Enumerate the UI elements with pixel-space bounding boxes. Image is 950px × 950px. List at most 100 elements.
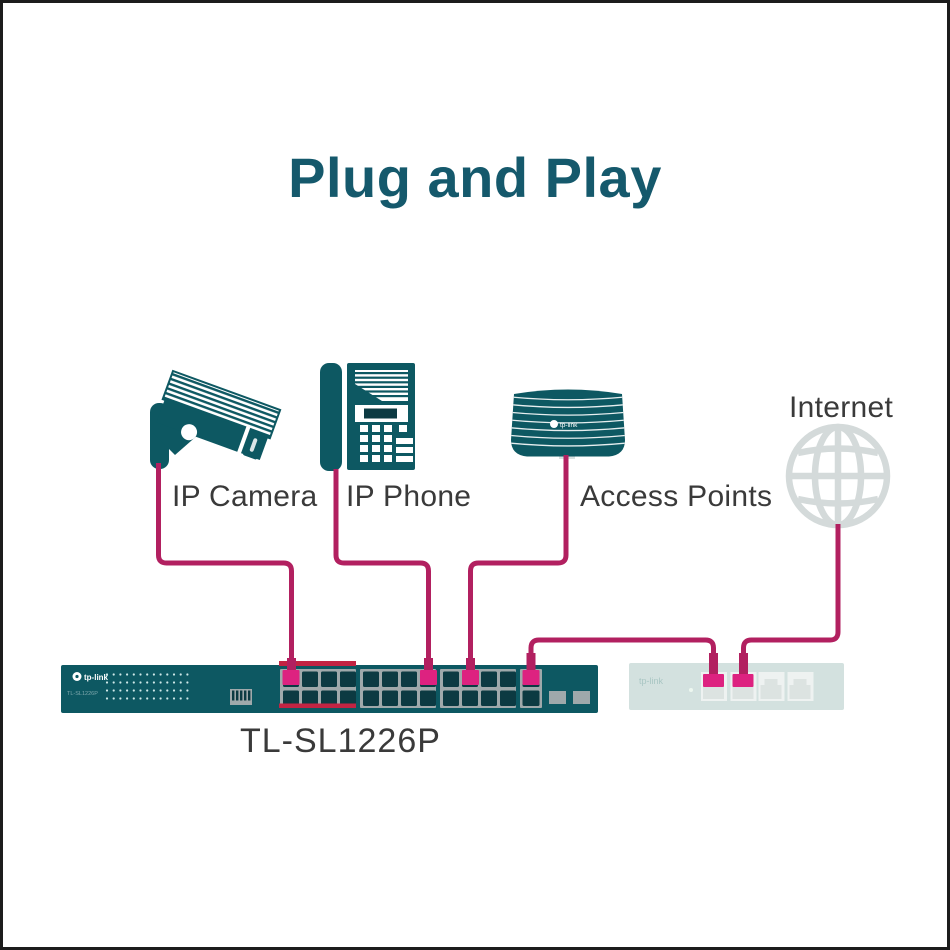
led-dot (166, 673, 169, 676)
led-dot (172, 697, 176, 700)
led-dot (112, 689, 115, 692)
switch-vent-block (230, 689, 252, 705)
speaker-stripe (355, 381, 408, 384)
switch-led-grid (105, 673, 189, 700)
cable-switch-to-router (528, 637, 716, 677)
access-point-icon: tp-link (511, 389, 625, 459)
switch-model-label: TL-SL1226P (240, 722, 441, 760)
led-dot (112, 673, 115, 676)
led-dot (132, 673, 135, 676)
led-dot (172, 673, 176, 676)
led-dot (119, 689, 122, 692)
phone-key (372, 445, 380, 452)
led-dot (132, 697, 135, 700)
led-dot (139, 689, 142, 692)
phone-key (360, 425, 368, 432)
phone-key (360, 435, 368, 442)
rj45-port (283, 690, 299, 706)
led-dot (139, 681, 142, 684)
ap-ridge-line (511, 411, 625, 416)
router-brand-text: tp-link (639, 676, 664, 686)
internet-globe-icon (785, 423, 891, 529)
phone-function-key (396, 447, 413, 453)
rj45-plug-phone (420, 670, 437, 685)
phone-handset (320, 363, 342, 471)
poe-bar-top (279, 661, 356, 666)
led-dot (119, 697, 122, 700)
ip-phone-icon (320, 363, 415, 471)
phone-function-key (396, 456, 413, 462)
router-plugs (703, 653, 754, 687)
led-dot (126, 697, 129, 700)
cable-ap-to-switch (468, 455, 569, 675)
router-rj45-port (789, 679, 811, 699)
led-dot (139, 673, 142, 676)
led-dot (119, 681, 122, 684)
phone-key (384, 435, 392, 442)
access-points-label: Access Points (580, 480, 773, 513)
led-dot (179, 689, 182, 692)
ap-brand-text: tp-link (560, 422, 578, 429)
rj45-port (363, 671, 379, 687)
router-led (689, 688, 693, 692)
ip-camera-label: IP Camera (172, 480, 318, 513)
rj45-port (462, 690, 478, 706)
phone-key (372, 435, 380, 442)
led-dot (132, 681, 135, 684)
sfp-slot (573, 691, 590, 704)
rj45-port (481, 690, 497, 706)
led-dot (132, 689, 135, 692)
uplink-port (522, 690, 540, 706)
rj45-port (401, 690, 417, 706)
switch-panel-model-text: TL-SL1226P (67, 691, 98, 697)
rj45-port (481, 671, 497, 687)
led-dot (146, 697, 149, 700)
led-dot (159, 673, 162, 676)
led-dot (119, 673, 122, 676)
led-dot (105, 673, 109, 676)
led-dot (152, 689, 155, 692)
ap-ridge-line (511, 427, 625, 432)
phone-keypad (360, 425, 413, 462)
sfp-slot (549, 691, 566, 704)
switch-plugs (282, 653, 540, 685)
ap-ridges (511, 396, 625, 447)
led-dot (186, 697, 189, 700)
speaker-stripe (355, 372, 408, 375)
globe-latitude-north (797, 445, 879, 457)
ap-tplink-logo: tp-link (550, 420, 578, 429)
led-dot (159, 689, 162, 692)
speaker-stripe (355, 395, 408, 398)
phone-key (384, 425, 392, 432)
led-dot (186, 681, 189, 684)
speaker-stripe (355, 385, 408, 388)
ip-camera-icon (150, 369, 282, 469)
led-dot (146, 689, 149, 692)
led-dot (172, 689, 176, 692)
ap-ridge-line (511, 434, 625, 439)
phone-speaker-stripes (355, 372, 408, 398)
phone-key (399, 425, 407, 432)
poe-bar-bottom (279, 703, 356, 708)
led-dot (179, 681, 182, 684)
led-dot (146, 673, 149, 676)
led-dot (105, 689, 109, 692)
rj45-port (443, 690, 459, 706)
rj45-port (382, 690, 398, 706)
led-dot (159, 681, 162, 684)
led-dot (126, 673, 129, 676)
plug-stem (739, 653, 748, 677)
rj45-port (340, 671, 356, 687)
led-dot (166, 681, 169, 684)
phone-display (364, 408, 397, 419)
rj45-port (321, 690, 337, 706)
phone-key (360, 445, 368, 452)
switch-tplink-logo: tp-link (72, 672, 109, 682)
led-dot (146, 681, 149, 684)
router-rj45-port (760, 679, 782, 699)
rj45-plug-router-1 (703, 674, 724, 687)
phone-key (372, 455, 380, 462)
rj45-plug-uplink (522, 670, 540, 685)
plug-stem (466, 658, 475, 672)
